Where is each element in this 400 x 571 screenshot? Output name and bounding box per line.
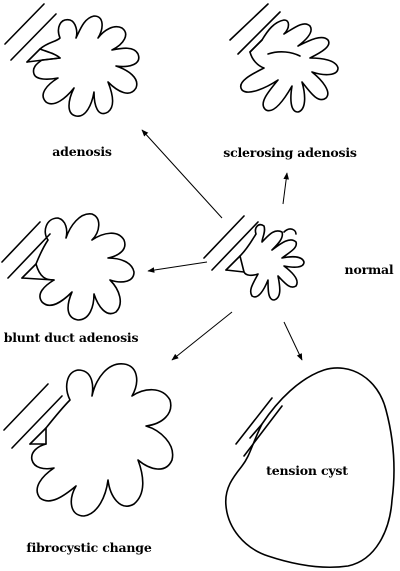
adenosis-lobule-outline xyxy=(32,15,140,117)
adenosis-lobule xyxy=(4,3,140,117)
arrow-to-fibrocystic-change xyxy=(171,311,233,361)
arrow-to-adenosis xyxy=(141,129,223,219)
label-blunt-duct-adenosis: blunt duct adenosis xyxy=(3,330,139,345)
label-tension-cyst: tension cyst xyxy=(266,463,348,478)
arrows xyxy=(141,129,303,361)
tension-cyst-outline xyxy=(224,367,395,569)
sclerosing-adenosis-lobule-outline xyxy=(239,19,339,113)
label-normal: normal xyxy=(344,262,394,277)
fibrocystic-change-lobule-outline xyxy=(30,363,174,517)
blunt-duct-adenosis-lobule-outline xyxy=(35,213,135,321)
arrow-to-blunt-duct-adenosis xyxy=(147,261,208,273)
label-sclerosing-adenosis: sclerosing adenosis xyxy=(223,145,357,160)
tension-cyst xyxy=(224,367,395,569)
label-adenosis: adenosis xyxy=(52,144,112,159)
fibrocystic-change-lobule xyxy=(3,363,174,517)
blunt-duct-adenosis-lobule xyxy=(1,213,135,321)
normal-lobule xyxy=(203,215,305,301)
arrow-to-sclerosing-adenosis xyxy=(282,172,289,205)
arrow-to-tension-cyst xyxy=(283,321,303,361)
normal-lobule-outline xyxy=(239,223,305,301)
sclerosing-adenosis-lobule xyxy=(229,3,339,113)
label-fibrocystic-change: fibrocystic change xyxy=(26,540,152,555)
